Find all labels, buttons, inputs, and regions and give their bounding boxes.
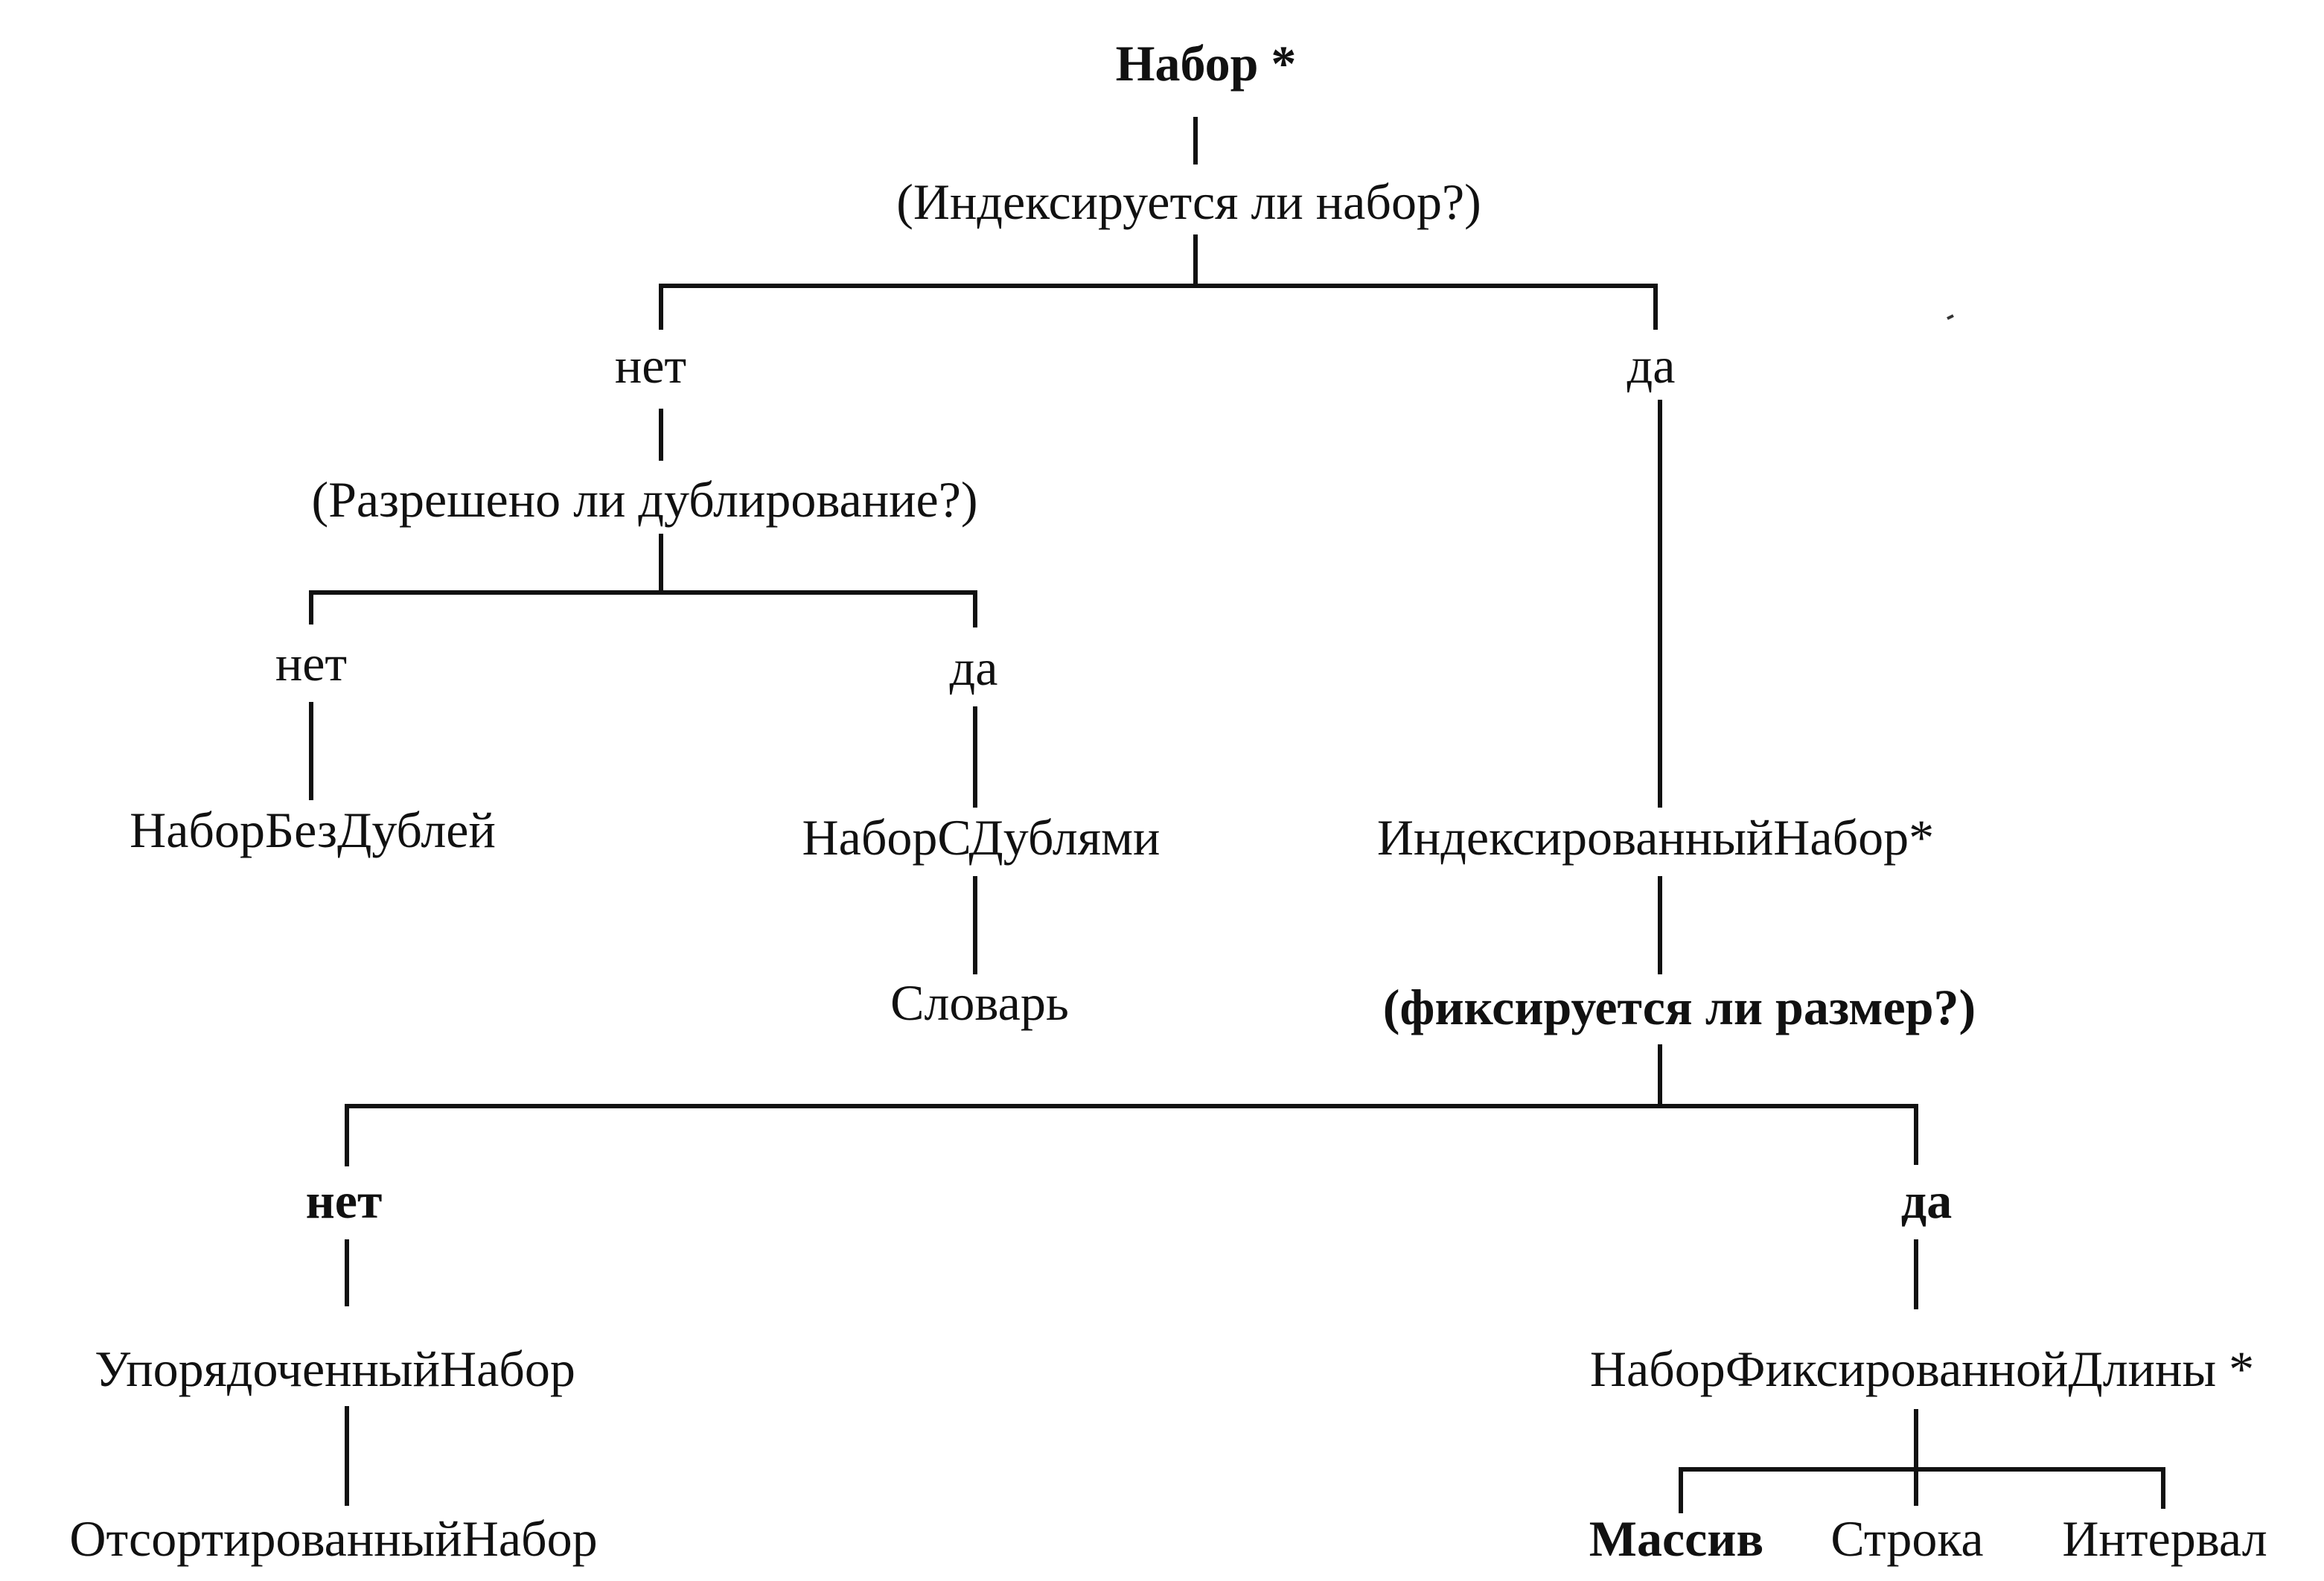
node-ordered-set: УпорядоченныйНабор — [95, 1341, 575, 1397]
node-indexed-set: ИндексированныйНабор* — [1377, 809, 1934, 866]
branch-bar-fixed-size — [345, 1104, 1918, 1166]
node-question-duplicates: (Разрешено ли дублирование?) — [311, 471, 977, 528]
node-question-fixed-size: (фиксируется ли размер?) — [1383, 979, 1976, 1035]
connector-lines — [309, 117, 2165, 1513]
node-answer-yes-duplicates: да — [950, 639, 998, 696]
node-answer-yes-indexed: да — [1627, 337, 1676, 394]
scan-speck — [1947, 314, 1954, 320]
node-interval: Интервал — [2062, 1510, 2267, 1567]
node-labels: Набор * (Индексируется ли набор?) нет да… — [69, 35, 2267, 1567]
branch-bar-leaves — [1679, 1467, 2165, 1513]
branch-bar-duplicates — [309, 590, 977, 627]
node-dictionary: Словарь — [890, 974, 1069, 1031]
node-answer-no-duplicates: нет — [275, 635, 347, 692]
node-fixed-length-set: НаборФиксированнойДлины * — [1590, 1341, 2254, 1397]
node-root: Набор * — [1116, 35, 1297, 92]
node-set-no-duplicates: НаборБезДублей — [130, 802, 496, 858]
node-answer-yes-fixed-size: да — [1901, 1172, 1952, 1229]
branch-bar-indexed — [659, 284, 1658, 330]
node-answer-no-fixed-size: нет — [306, 1172, 383, 1229]
node-string: Строка — [1830, 1510, 1983, 1567]
node-set-with-duplicates: НаборСДублями — [802, 809, 1161, 866]
node-answer-no-indexed: нет — [615, 337, 686, 394]
node-question-indexed: (Индексируется ли набор?) — [896, 173, 1481, 230]
node-array: Массив — [1589, 1510, 1763, 1567]
node-sorted-set: ОтсортированныйНабор — [69, 1510, 597, 1567]
